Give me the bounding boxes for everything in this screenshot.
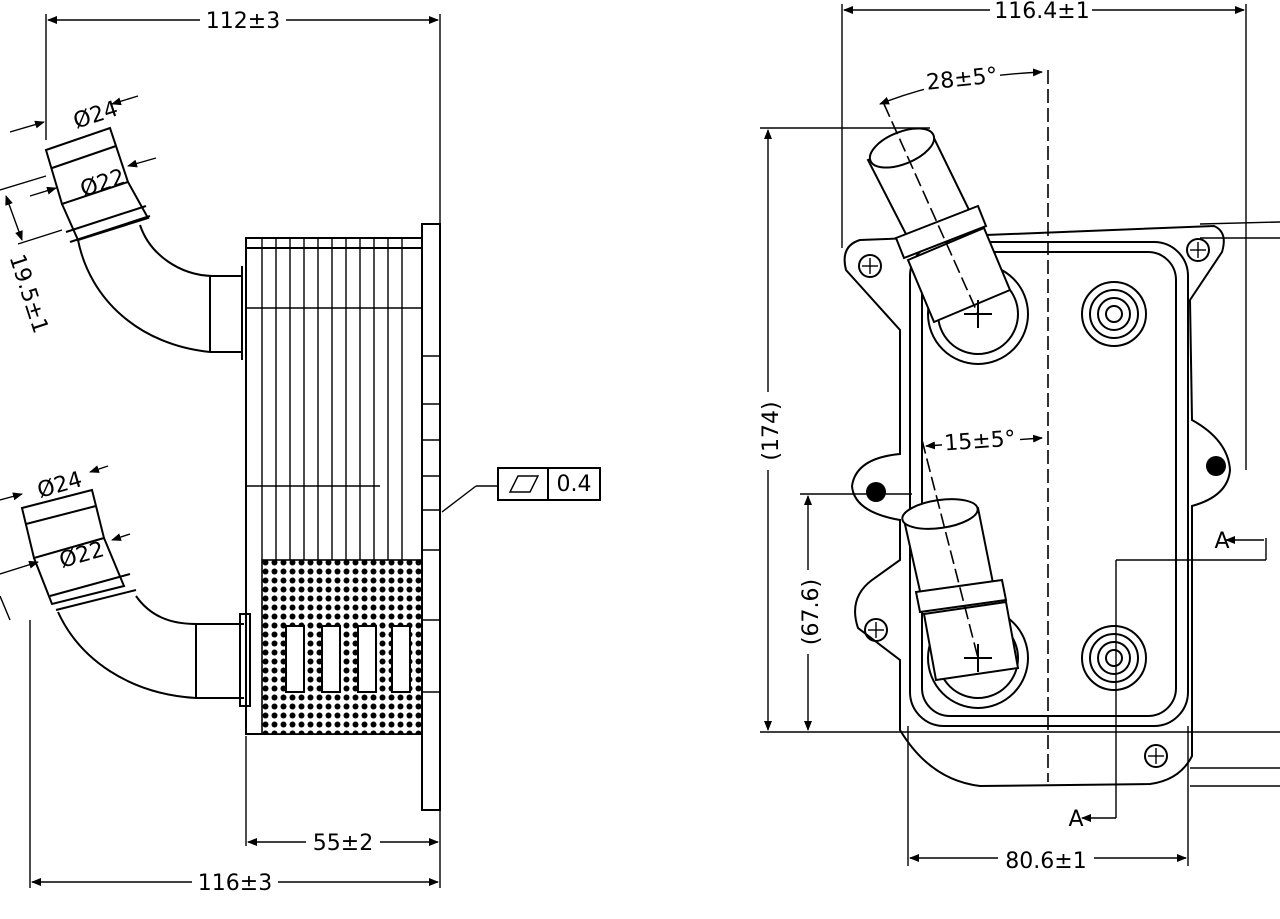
locating-pin-icon bbox=[866, 482, 886, 502]
mounting-holes bbox=[858, 238, 1226, 768]
section-line: A A bbox=[1068, 529, 1267, 832]
side-view: 112±3 Ø24 Ø22 bbox=[0, 8, 601, 896]
dim-text-112: 112±3 bbox=[206, 9, 280, 34]
flange-outline bbox=[843, 224, 1232, 788]
dim-text-lower-angle: 15±5° bbox=[943, 427, 1016, 457]
bolt-bosses bbox=[1081, 281, 1147, 691]
dimension-port-spacing: (67.6) bbox=[796, 493, 912, 731]
flatness-value: 0.4 bbox=[557, 472, 592, 497]
mount-hole-icon bbox=[1186, 238, 1210, 262]
upper-hose: Ø24 Ø22 19.5±1 bbox=[0, 95, 243, 360]
dim-text-67-6: (67.6) bbox=[799, 579, 824, 645]
dim-text-upper-spigot: 19.5±1 bbox=[4, 251, 53, 336]
dim-text-upper-outer-dia: Ø24 bbox=[70, 97, 121, 135]
dimension-height: (174) bbox=[756, 127, 1280, 733]
fin-lines bbox=[261, 238, 403, 560]
dim-text-116: 116±3 bbox=[198, 871, 272, 896]
cooler-body-side bbox=[245, 237, 423, 735]
front-view: 116.4±1 bbox=[756, 0, 1280, 874]
mount-hole-icon bbox=[1144, 744, 1168, 768]
locating-pin-icon bbox=[1206, 456, 1226, 476]
dimension-top-width: 112±3 bbox=[45, 8, 441, 230]
dimension-bottom: 55±2 116±3 bbox=[29, 620, 441, 896]
dim-text-lower-outer-dia: Ø24 bbox=[35, 467, 85, 504]
flatness-symbol-icon bbox=[508, 475, 540, 493]
dim-text-upper-inner-dia: Ø22 bbox=[77, 165, 128, 203]
mount-hole-icon bbox=[858, 254, 882, 278]
section-label-upper: A bbox=[1214, 529, 1229, 554]
dim-text-116-4: 116.4±1 bbox=[994, 0, 1089, 24]
dim-text-55: 55±2 bbox=[313, 831, 373, 856]
mount-hole-icon bbox=[864, 618, 888, 642]
flatness-callout: 0.4 bbox=[441, 467, 601, 513]
lower-hose: Ø24 Ø22 bbox=[0, 465, 251, 707]
upper-port: 28±5° bbox=[866, 63, 1043, 365]
dim-text-lower-inner-dia: Ø22 bbox=[57, 537, 107, 574]
core-outline bbox=[909, 241, 1189, 727]
lower-port: 15±5° bbox=[901, 427, 1043, 709]
dim-text-174: (174) bbox=[759, 401, 784, 460]
dimension-top-width-front: 116.4±1 bbox=[841, 0, 1247, 470]
section-label-lower: A bbox=[1068, 807, 1083, 832]
dimension-bottom-width-front: 80.6±1 bbox=[907, 726, 1189, 874]
mounting-flange bbox=[421, 223, 441, 811]
dim-text-80-6: 80.6±1 bbox=[1005, 849, 1086, 874]
